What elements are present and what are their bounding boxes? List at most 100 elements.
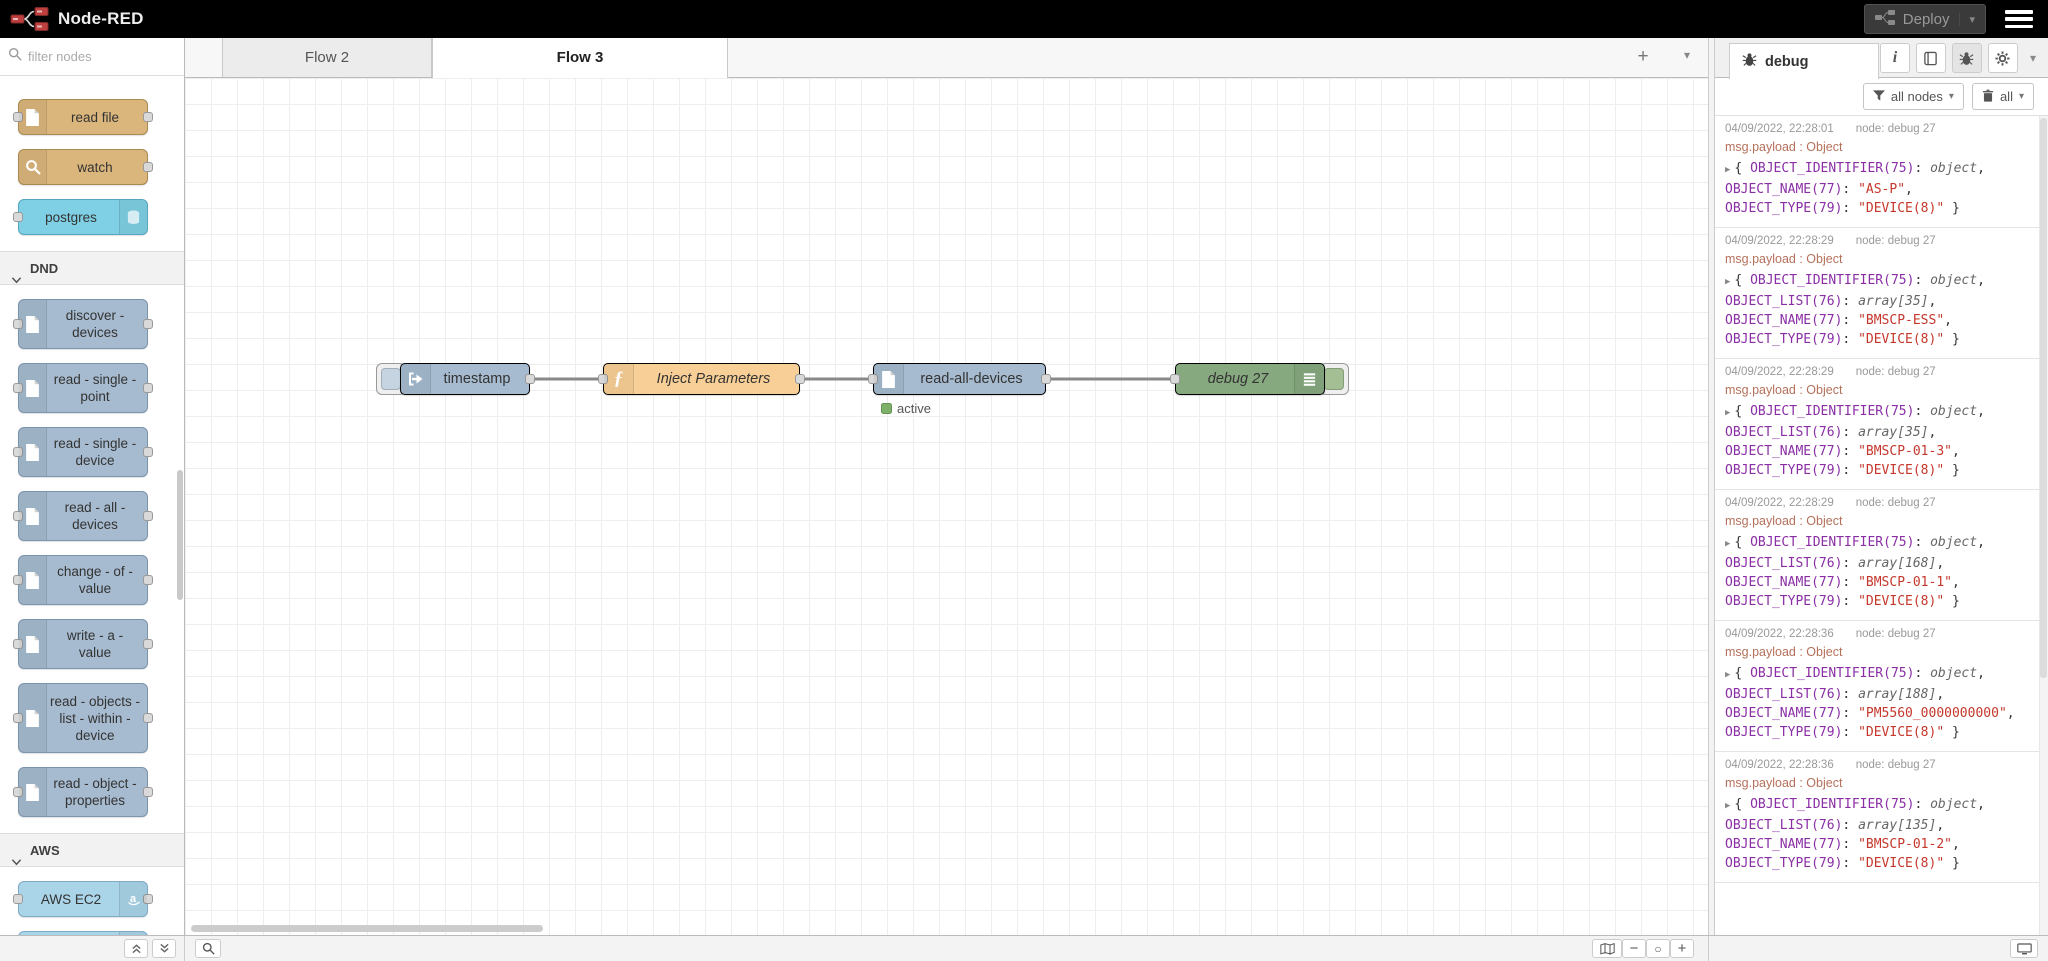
tab-flow-2[interactable]: Flow 2 xyxy=(222,37,432,77)
input-port[interactable] xyxy=(868,374,878,384)
palette-node-read-single-point[interactable]: read - single - point xyxy=(13,363,153,413)
json-value: "DEVICE(8)" xyxy=(1858,856,1945,871)
sidebar-tab-bar: debug i ▾ xyxy=(1715,38,2048,79)
message-source-node: node: debug 27 xyxy=(1855,366,1936,378)
palette-category-dnd[interactable]: DND xyxy=(0,251,184,285)
output-port[interactable] xyxy=(525,374,535,384)
json-key: OBJECT_NAME(77) xyxy=(1725,575,1843,590)
input-port[interactable] xyxy=(598,374,608,384)
palette-filter-input[interactable] xyxy=(28,49,168,64)
output-port xyxy=(143,575,153,585)
main-menu-button[interactable] xyxy=(2004,8,2034,30)
palette-node-postgres[interactable]: postgres xyxy=(13,199,148,235)
file-icon xyxy=(19,684,47,752)
chevron-down-icon xyxy=(11,845,22,878)
palette-node-change-of-value[interactable]: change - of - value xyxy=(13,555,153,605)
app-header: Node-RED Deploy ▾ xyxy=(0,0,2048,38)
palette-node-read-file[interactable]: read file xyxy=(13,99,153,135)
palette-node-label: read file xyxy=(70,109,120,125)
trash-icon xyxy=(1982,89,1994,105)
canvas-search-button[interactable] xyxy=(195,939,221,958)
palette-node-read-objects-list-within-device[interactable]: read - objects - list - within - device xyxy=(13,683,153,753)
palette-collapse-all-button[interactable] xyxy=(124,939,148,958)
message-source-node: node: debug 27 xyxy=(1855,123,1936,135)
json-key: OBJECT_IDENTIFIER(75) xyxy=(1750,535,1915,550)
node-red-logo-icon xyxy=(10,5,50,33)
config-tab-button[interactable] xyxy=(1987,43,2018,73)
sidebar-toolbar: i ▾ xyxy=(1879,43,2036,73)
output-port[interactable] xyxy=(795,374,805,384)
input-port[interactable] xyxy=(1170,374,1180,384)
palette-node-read-single-device[interactable]: read - single - device xyxy=(13,427,153,477)
flow-node-read-all-devices[interactable]: read-all-devices xyxy=(868,363,1051,395)
palette-node-read-all-devices[interactable]: read - all - devices xyxy=(13,491,153,541)
debug-filter-button[interactable]: all nodes ▾ xyxy=(1862,83,1964,110)
app-title: Node-RED xyxy=(58,9,144,28)
sidebar-resize-handle[interactable] xyxy=(1708,38,1715,935)
tab-flow-3[interactable]: Flow 3 xyxy=(432,37,728,78)
debug-clear-button[interactable]: all ▾ xyxy=(1971,83,2034,110)
expand-caret-icon[interactable]: ▶ xyxy=(1725,539,1731,549)
palette-expand-all-button[interactable] xyxy=(152,939,176,958)
expand-caret-icon[interactable]: ▶ xyxy=(1725,670,1731,680)
debug-scrollbar-track[interactable] xyxy=(2039,116,2048,935)
flow-node-label: read-all-devices xyxy=(920,371,1023,387)
navigator-toggle-button[interactable] xyxy=(1592,939,1622,958)
file-icon xyxy=(19,768,47,816)
message-source-node: node: debug 27 xyxy=(1855,628,1936,640)
expand-caret-icon[interactable]: ▶ xyxy=(1725,801,1731,811)
palette-node-read-object-properties[interactable]: read - object - properties xyxy=(13,767,153,817)
json-key: OBJECT_TYPE(79) xyxy=(1725,332,1843,347)
output-port xyxy=(143,112,153,122)
json-key: OBJECT_IDENTIFIER(75) xyxy=(1750,797,1915,812)
debug-tab-button[interactable] xyxy=(1951,43,1982,73)
input-port xyxy=(13,575,23,585)
zoom-out-button[interactable]: − xyxy=(1622,939,1646,958)
palette-category-aws[interactable]: AWS xyxy=(0,833,184,867)
status-dot xyxy=(881,403,892,414)
canvas-horizontal-scrollbar[interactable] xyxy=(191,925,543,932)
deploy-options-caret[interactable]: ▾ xyxy=(1959,12,1975,26)
palette-search-box[interactable] xyxy=(0,38,184,76)
footer-bar: − ○ + xyxy=(0,935,2048,961)
zoom-in-button[interactable]: + xyxy=(1670,939,1694,958)
debug-icon xyxy=(1294,364,1324,394)
output-port xyxy=(143,894,153,904)
palette-scrollbar[interactable] xyxy=(177,470,183,600)
sidebar-tabs-caret[interactable]: ▾ xyxy=(2029,51,2036,65)
canvas-footer: − ○ + xyxy=(185,936,1708,961)
palette-node-write-a-value[interactable]: write - a - value xyxy=(13,619,153,669)
deploy-button[interactable]: Deploy ▾ xyxy=(1863,4,1986,34)
zoom-reset-button[interactable]: ○ xyxy=(1646,939,1670,958)
tab-debug[interactable]: debug xyxy=(1729,43,1879,79)
expand-caret-icon[interactable]: ▶ xyxy=(1725,277,1731,287)
json-value: "BMSCP-01-2" xyxy=(1858,837,1952,852)
json-key: OBJECT_TYPE(79) xyxy=(1725,725,1843,740)
expand-caret-icon[interactable]: ▶ xyxy=(1725,408,1731,418)
flow-node-debug-27[interactable]: debug 27 xyxy=(1170,363,1325,395)
output-port xyxy=(143,383,153,393)
json-value: object xyxy=(1930,535,1978,550)
flow-node-label: timestamp xyxy=(443,371,511,387)
flow-list-caret[interactable]: ▾ xyxy=(1683,48,1690,62)
help-tab-button[interactable] xyxy=(1915,43,1946,73)
add-flow-button[interactable]: + xyxy=(1637,46,1649,67)
info-tab-button[interactable]: i xyxy=(1879,43,1910,73)
file-icon xyxy=(19,300,47,348)
palette-node-watch[interactable]: watch xyxy=(18,149,153,185)
debug-filter-label: all nodes xyxy=(1890,89,1943,104)
output-port[interactable] xyxy=(1041,374,1051,384)
json-value: "AS-P" xyxy=(1858,182,1906,197)
palette-node-discover-devices[interactable]: discover - devices xyxy=(13,299,153,349)
sidebar-tab-label: debug xyxy=(1765,53,1809,70)
flow-node-timestamp[interactable]: timestamp xyxy=(400,363,535,395)
message-payload-json: ▶{ OBJECT_IDENTIFIER(75): object, OBJECT… xyxy=(1725,797,1985,871)
expand-caret-icon[interactable]: ▶ xyxy=(1725,165,1731,175)
open-debug-window-button[interactable] xyxy=(2010,939,2038,958)
file-icon xyxy=(19,620,47,668)
